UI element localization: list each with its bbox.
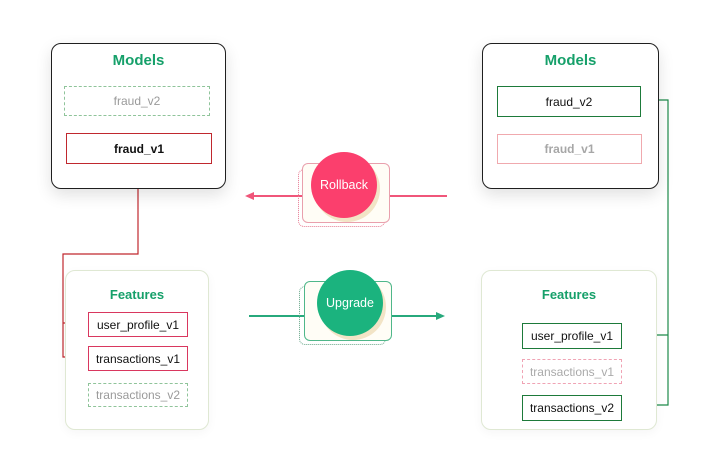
- right-model-fraud-v1[interactable]: fraud_v1: [497, 134, 642, 164]
- right-feature-user-profile-v1[interactable]: user_profile_v1: [522, 323, 622, 349]
- left-model-fraud-v1[interactable]: fraud_v1: [66, 133, 212, 164]
- right-models-card: Models fraud_v2 fraud_v1: [482, 43, 659, 189]
- left-feature-transactions-v1[interactable]: transactions_v1: [88, 346, 188, 371]
- right-model-fraud-v2[interactable]: fraud_v2: [497, 86, 641, 117]
- right-features-title: Features: [541, 287, 597, 302]
- right-feature-transactions-v2[interactable]: transactions_v2: [522, 395, 622, 421]
- left-models-title: Models: [112, 52, 165, 69]
- rollback-button[interactable]: Rollback: [311, 152, 377, 218]
- left-features-title: Features: [109, 287, 165, 302]
- upgrade-button[interactable]: Upgrade: [317, 270, 383, 336]
- left-feature-user-profile-v1[interactable]: user_profile_v1: [88, 312, 188, 337]
- left-features-card: Features user_profile_v1 transactions_v1…: [65, 270, 209, 430]
- left-feature-transactions-v2[interactable]: transactions_v2: [88, 383, 188, 407]
- left-models-card: Models fraud_v2 fraud_v1: [51, 43, 226, 189]
- right-feature-transactions-v1[interactable]: transactions_v1: [522, 359, 622, 384]
- right-features-card: Features user_profile_v1 transactions_v1…: [481, 270, 657, 430]
- right-models-title: Models: [544, 52, 597, 69]
- left-model-fraud-v2[interactable]: fraud_v2: [64, 86, 210, 116]
